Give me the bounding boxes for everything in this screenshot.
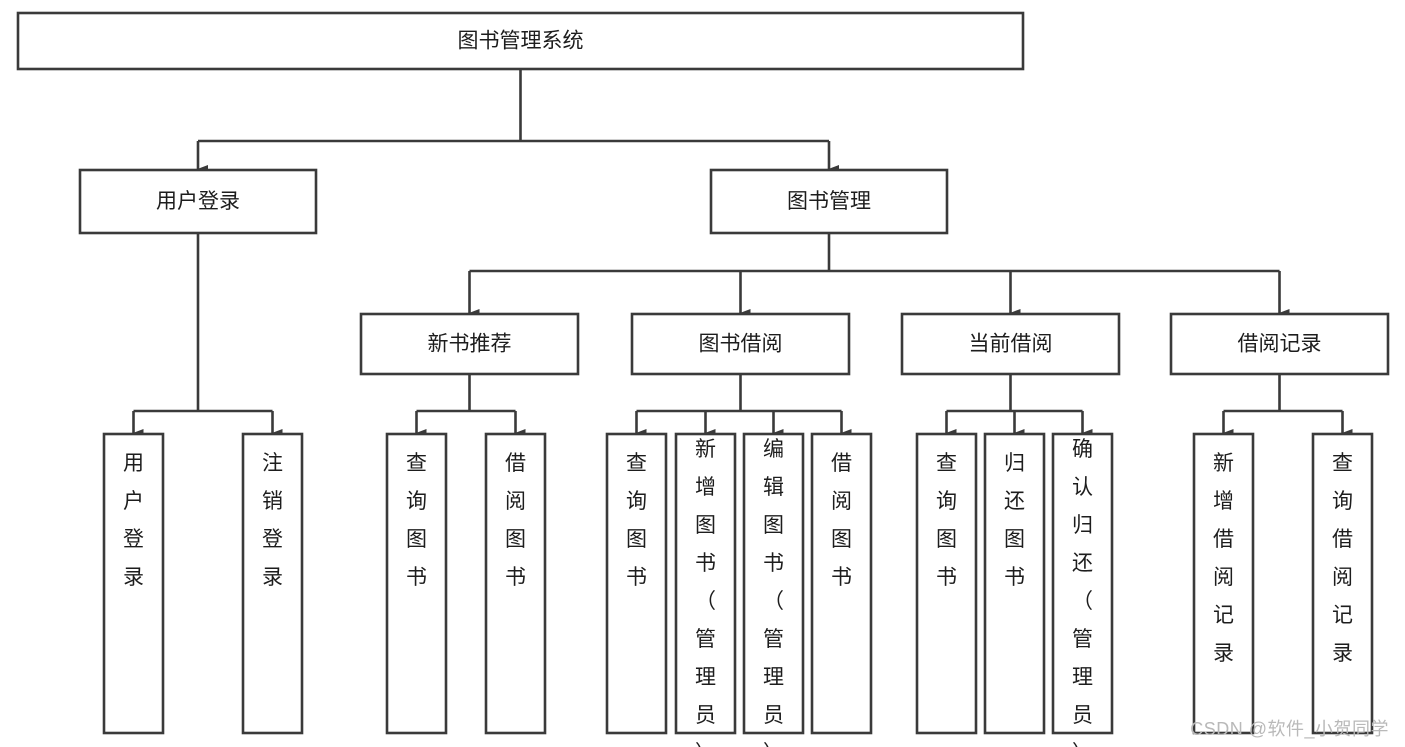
node-label: 借阅图书 — [831, 452, 852, 589]
edge-group-l2_3 — [1222, 374, 1353, 438]
node-leaf_2[interactable]: 查询图书 — [385, 432, 448, 735]
node-label: 借阅图书 — [505, 452, 526, 589]
node-box[interactable] — [742, 432, 805, 735]
node-box[interactable] — [102, 432, 165, 735]
node-leaf_6[interactable]: 编辑图书（管理员） — [742, 432, 805, 747]
node-label: 查询图书 — [406, 452, 427, 589]
node-box[interactable] — [1192, 432, 1255, 735]
node-root[interactable]: 图书管理系统 — [16, 11, 1025, 71]
node-leaf_9[interactable]: 归还图书 — [983, 432, 1046, 735]
node-label: 用户登录 — [123, 452, 144, 589]
node-label: 新书推荐 — [428, 333, 512, 356]
node-box[interactable] — [900, 312, 1121, 376]
node-leaf_8[interactable]: 查询图书 — [915, 432, 978, 735]
node-leaf_0[interactable]: 用户登录 — [102, 432, 165, 735]
node-leaf_12[interactable]: 查询借阅记录 — [1311, 432, 1374, 735]
node-label: 查询图书 — [626, 452, 647, 589]
node-label: 归还图书 — [1004, 452, 1025, 589]
node-l1_1[interactable]: 图书管理 — [709, 168, 949, 235]
node-box[interactable] — [385, 432, 448, 735]
node-label: 用户登录 — [156, 190, 240, 213]
node-box[interactable] — [810, 432, 873, 735]
node-l2_0[interactable]: 新书推荐 — [359, 312, 580, 376]
node-label: 新增图书（管理员） — [695, 438, 716, 747]
node-box[interactable] — [359, 312, 580, 376]
node-box[interactable] — [709, 168, 949, 235]
node-l2_3[interactable]: 借阅记录 — [1169, 312, 1390, 376]
node-box[interactable] — [484, 432, 547, 735]
node-label: 新增借阅记录 — [1213, 452, 1234, 665]
node-box[interactable] — [1051, 432, 1114, 735]
node-box[interactable] — [674, 432, 737, 735]
node-leaf_5[interactable]: 新增图书（管理员） — [674, 432, 737, 747]
node-box[interactable] — [983, 432, 1046, 735]
node-label: 当前借阅 — [969, 333, 1053, 356]
node-leaf_10[interactable]: 确认归还（管理员） — [1051, 432, 1114, 747]
edge-group-l2_1 — [635, 374, 852, 438]
node-leaf_7[interactable]: 借阅图书 — [810, 432, 873, 735]
node-box[interactable] — [630, 312, 851, 376]
edge-group-l1_0 — [132, 233, 283, 438]
node-label: 注销登录 — [262, 452, 283, 589]
node-label: 图书管理 — [787, 190, 871, 213]
node-box[interactable] — [241, 432, 304, 735]
node-box[interactable] — [1311, 432, 1374, 735]
node-box[interactable] — [78, 168, 318, 235]
node-label: 图书借阅 — [699, 333, 783, 356]
node-box[interactable] — [1169, 312, 1390, 376]
node-label: 图书管理系统 — [458, 30, 584, 53]
node-label: 查询借阅记录 — [1332, 452, 1353, 665]
nodes-layer: 图书管理系统用户登录图书管理新书推荐图书借阅当前借阅借阅记录用户登录注销登录查询… — [16, 11, 1390, 747]
node-box[interactable] — [605, 432, 668, 735]
edge-group-l2_0 — [415, 374, 526, 438]
node-leaf_11[interactable]: 新增借阅记录 — [1192, 432, 1255, 735]
node-box[interactable] — [16, 11, 1025, 71]
node-leaf_4[interactable]: 查询图书 — [605, 432, 668, 735]
node-label: 确认归还（管理员） — [1072, 438, 1093, 747]
node-box[interactable] — [915, 432, 978, 735]
node-label: 借阅记录 — [1238, 333, 1322, 356]
node-label: 查询图书 — [936, 452, 957, 589]
edge-group-l1_1 — [468, 233, 1290, 318]
node-leaf_3[interactable]: 借阅图书 — [484, 432, 547, 735]
edge-group-l2_2 — [945, 374, 1093, 438]
node-l1_0[interactable]: 用户登录 — [78, 168, 318, 235]
edges-layer — [132, 69, 1353, 438]
node-l2_1[interactable]: 图书借阅 — [630, 312, 851, 376]
edge-group-root — [196, 69, 840, 174]
node-l2_2[interactable]: 当前借阅 — [900, 312, 1121, 376]
node-label: 编辑图书（管理员） — [763, 438, 784, 747]
node-leaf_1[interactable]: 注销登录 — [241, 432, 304, 735]
